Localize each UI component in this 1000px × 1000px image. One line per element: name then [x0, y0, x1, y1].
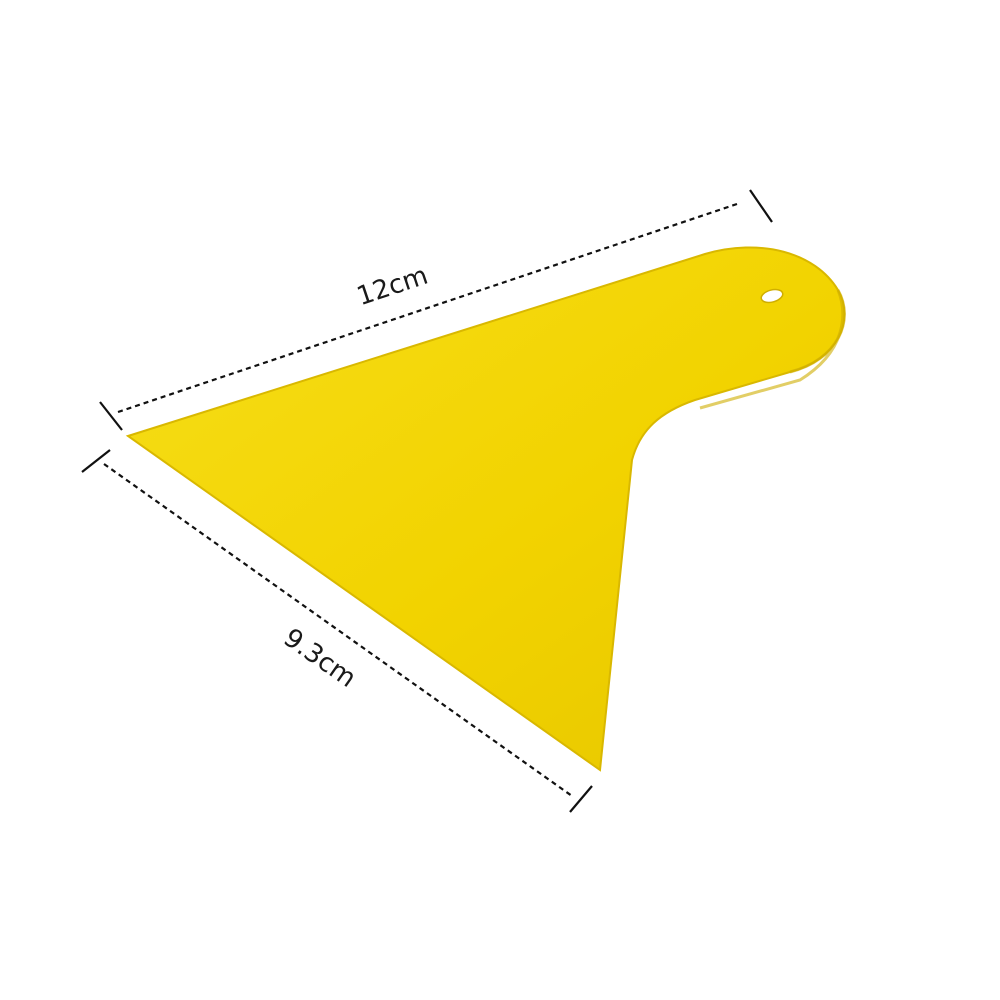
width-dashed-line — [103, 463, 573, 797]
length-end-tick-left — [99, 401, 123, 431]
squeegee-body — [125, 246, 846, 772]
length-dashed-line — [117, 201, 741, 414]
hanging-hole — [760, 288, 784, 304]
squeegee-edge — [699, 289, 846, 410]
width-end-tick-top — [81, 449, 111, 473]
length-label: 12cm — [353, 261, 431, 313]
width-label: 9.3cm — [278, 623, 362, 694]
length-end-tick-right — [749, 189, 773, 223]
width-end-tick-bottom — [569, 785, 593, 813]
